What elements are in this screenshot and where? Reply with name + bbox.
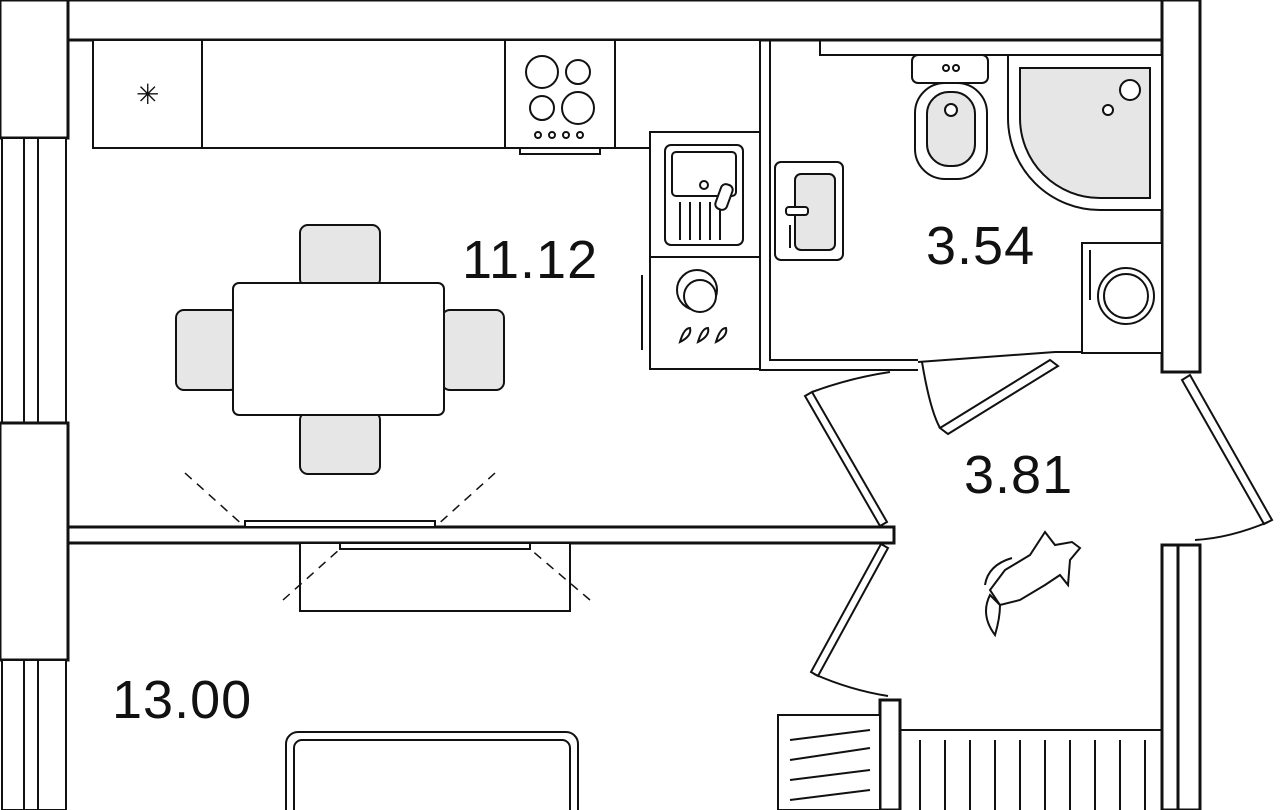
living-room-area-label: 13.00 (112, 670, 252, 730)
kitchen-area-label: 11.12 (462, 230, 598, 290)
asterisk-icon: ✳ (136, 78, 159, 111)
bathroom-area-label: 3.54 (926, 216, 1035, 276)
wall-left-mid (0, 421, 70, 662)
dining-table-set (175, 224, 505, 475)
stove (504, 39, 616, 155)
window-left-upper (1, 137, 67, 424)
bathroom-fixtures (774, 54, 1163, 354)
exterior-walls (0, 0, 1202, 810)
bed (285, 731, 579, 810)
hallway-storage (777, 714, 1162, 810)
washing-machine (641, 256, 761, 370)
doors (803, 351, 1274, 697)
cat-icon (984, 530, 1082, 638)
fridge: ✳ (92, 39, 203, 149)
tv-niche (184, 472, 591, 612)
hallway-area-label: 3.81 (964, 445, 1073, 505)
sink-cabinet (649, 131, 761, 258)
window-left-lower (1, 659, 67, 810)
